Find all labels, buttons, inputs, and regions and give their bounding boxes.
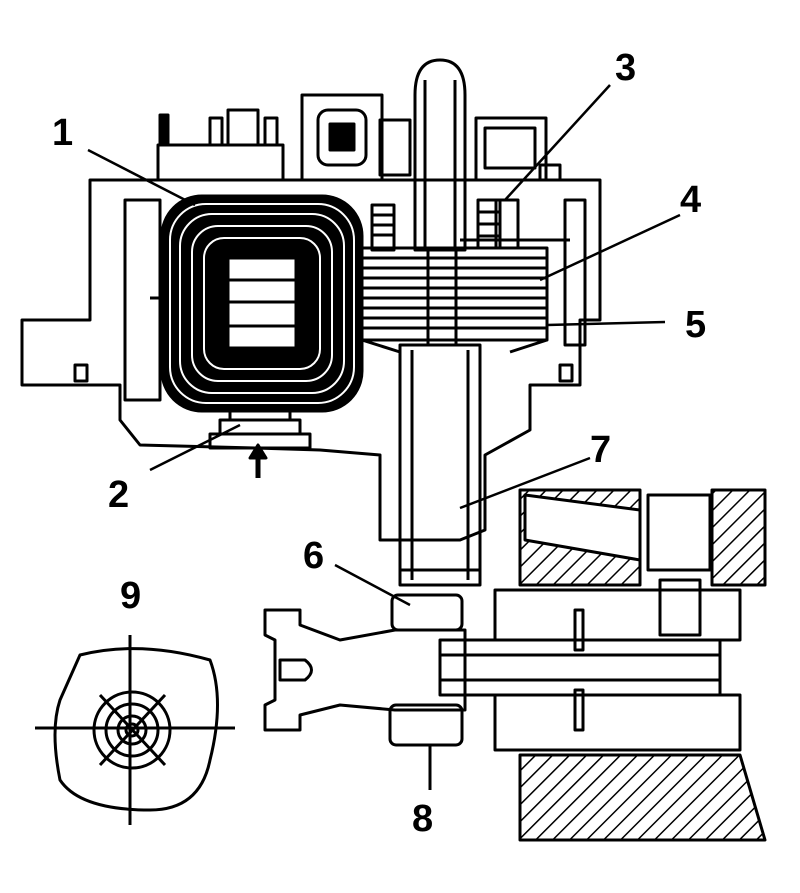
top-assembly (156, 93, 562, 182)
lamination-stack (360, 238, 570, 354)
lever-assembly (263, 493, 742, 790)
label-9: 9 (120, 575, 141, 617)
housing (20, 178, 602, 542)
label-6: 6 (303, 535, 324, 577)
label-1: 1 (52, 112, 73, 154)
bottom-connector (208, 406, 312, 478)
plunger-rod (398, 58, 482, 587)
terminal-bolts (370, 198, 520, 252)
label-5: 5 (685, 304, 706, 346)
detail-view (35, 635, 235, 825)
label-2: 2 (108, 474, 129, 516)
leader-lines (87, 84, 681, 607)
label-7: 7 (590, 429, 611, 471)
label-8: 8 (412, 798, 433, 840)
label-4: 4 (680, 179, 701, 221)
coil-winding (150, 194, 364, 413)
hatched-frame (518, 488, 767, 842)
label-3: 3 (615, 47, 636, 89)
